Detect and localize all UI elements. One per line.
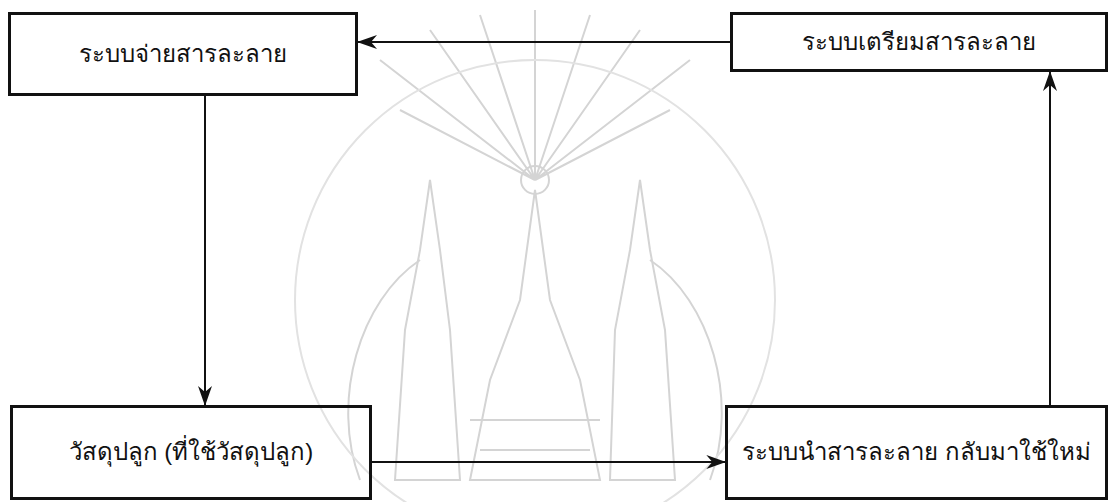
flow-arrow <box>358 41 730 43</box>
flow-arrow <box>204 96 206 405</box>
process-box: ระบบจ่ายสารละลาย <box>8 12 358 96</box>
box-label: ระบบเตรียมสารละลาย <box>802 26 1036 58</box>
box-label: วัสดุปลูก (ที่ใช้วัสดุปลูก) <box>69 436 314 468</box>
box-label: ระบบนำสารละลาย กลับมาใช้ใหม่ <box>742 436 1091 468</box>
flow-arrow <box>372 461 725 463</box>
process-box: ระบบเตรียมสารละลาย <box>730 12 1108 72</box>
process-box: ระบบนำสารละลาย กลับมาใช้ใหม่ <box>725 405 1108 500</box>
process-box: วัสดุปลูก (ที่ใช้วัสดุปลูก) <box>10 405 372 500</box>
flow-arrow <box>1049 72 1051 405</box>
box-label: ระบบจ่ายสารละลาย <box>79 38 287 70</box>
